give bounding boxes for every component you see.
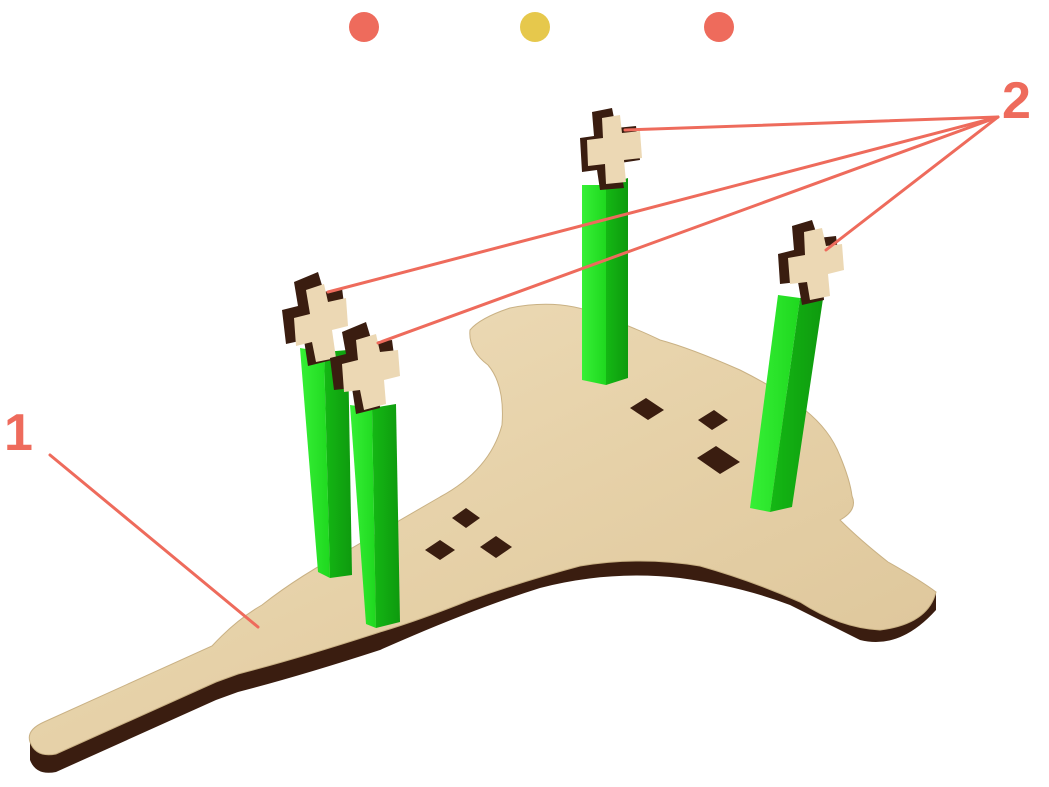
callout-lines: [48, 115, 1000, 629]
board-slot: [452, 508, 480, 528]
callout-line-2c: [376, 115, 1000, 345]
board-slot: [698, 410, 728, 430]
callout-line-2a: [623, 115, 1000, 132]
indicator-dot-left: [349, 12, 379, 42]
post-left-back: [282, 272, 352, 578]
indicator-dots: [349, 12, 734, 42]
post-side-face: [324, 350, 352, 578]
post-left-front: [330, 322, 400, 628]
plus-connector: [330, 322, 400, 414]
plus-connector: [778, 220, 844, 305]
callout-line-2b: [326, 115, 1000, 294]
callout-label-1: 1: [4, 404, 33, 462]
callout-label-2: 2: [1002, 72, 1031, 130]
post-front-face: [582, 185, 606, 385]
board-slot: [697, 446, 740, 474]
posts: [282, 108, 844, 628]
board-slot: [630, 398, 664, 420]
indicator-dot-right: [704, 12, 734, 42]
wooden-base-board: [28, 303, 937, 773]
post-side-face: [372, 404, 400, 628]
post-front-face: [750, 295, 800, 512]
post-back-center: [580, 108, 642, 385]
callout-line-2d: [824, 115, 1000, 252]
plus-connector: [580, 108, 642, 190]
callout-line-1: [48, 453, 260, 629]
post-side-face: [770, 292, 824, 512]
plus-connector: [282, 272, 348, 366]
board-slot: [480, 536, 512, 558]
base-board-edge: [30, 557, 936, 773]
post-front-face: [350, 405, 376, 628]
board-slot: [425, 540, 455, 560]
post-front-face: [300, 348, 330, 578]
indicator-dot-middle: [520, 12, 550, 42]
post-side-face: [606, 178, 628, 385]
board-slots: [425, 398, 740, 560]
